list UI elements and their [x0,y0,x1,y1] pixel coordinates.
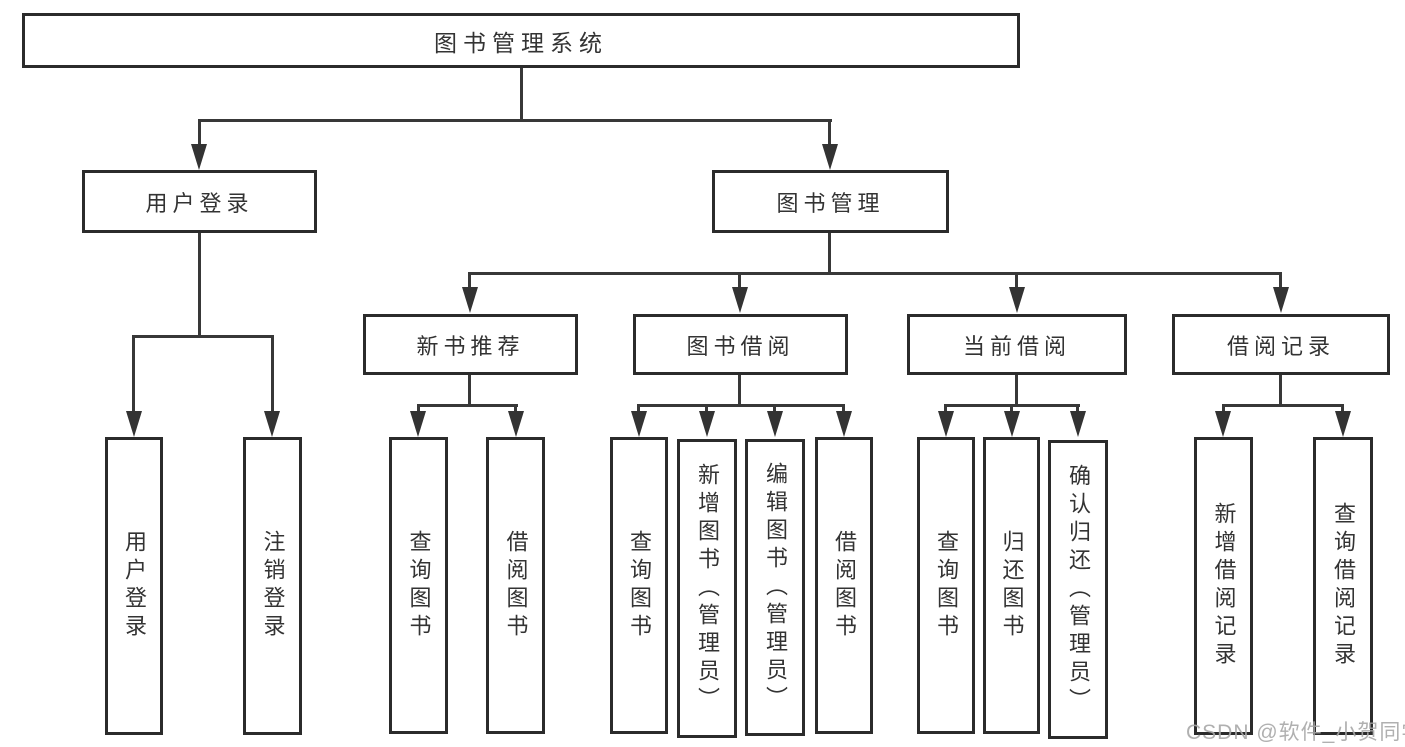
leaf-query-borrow-record: 查询借阅记录 [1313,437,1373,735]
arrowhead-down [1009,287,1025,313]
arrowhead-down [836,411,852,437]
arrowhead-down [631,411,647,437]
connector-records-bus [1222,404,1344,407]
connector-level3-bus [468,272,1282,275]
connector-stem [705,405,708,415]
leaf-add-book-admin: 新增图书（管理员） [677,439,737,738]
node-user-login: 用户登录 [82,170,317,233]
leaf-label: 归还图书 [999,529,1025,642]
leaf-label: 借阅图书 [503,529,529,642]
connector-stem [828,120,831,148]
connector-stem [468,375,471,406]
connector-level2-bus [198,119,832,122]
leaf-label: 查询图书 [406,529,432,642]
leaf-label: 新增借阅记录 [1211,502,1237,670]
leaf-label: 查询图书 [934,529,959,642]
leaf-label: 查询借阅记录 [1331,502,1356,670]
connector-stem [738,375,741,406]
arrowhead-down [1004,411,1020,437]
connector-stem [271,336,274,413]
arrowhead-down [462,287,478,313]
leaf-label: 确认归还（管理员） [1066,463,1091,716]
leaf-return-book: 归还图书 [983,437,1040,734]
leaf-user-login: 用户登录 [105,437,163,735]
arrowhead-down [1273,287,1289,313]
connector-stem [514,405,517,415]
node-library-management-system: 图书管理系统 [22,13,1020,68]
node-current-borrowing: 当前借阅 [907,314,1127,375]
leaf-label: 新增图书（管理员） [695,462,720,715]
connector-stem [738,273,741,291]
connector-stem [1341,405,1344,415]
arrowhead-down [191,144,207,170]
arrowhead-down [938,411,954,437]
connector-stem [1015,273,1018,291]
leaf-label: 注销登录 [260,530,286,642]
leaf-logout: 注销登录 [243,437,302,735]
connector-stem [1010,405,1013,415]
arrowhead-down [767,411,783,437]
connector-root-stem [520,68,523,120]
arrowhead-down [1335,411,1351,437]
leaf-label: 用户登录 [122,530,147,642]
leaf-borrow-books: 借阅图书 [815,437,873,734]
leaf-confirm-return-admin: 确认归还（管理员） [1048,440,1108,739]
connector-stem [1279,375,1282,406]
node-new-book-recommend: 新书推荐 [363,314,578,375]
connector-stem [944,405,947,415]
connector-stem [198,120,201,148]
connector-stem [637,405,640,415]
connector-stem [468,273,471,291]
connector-stem [842,405,845,415]
leaf-label: 查询图书 [627,529,652,642]
leaf-label: 借阅图书 [832,529,857,642]
connector-stem [417,405,420,415]
connector-stem [773,405,776,415]
connector-stem [1076,405,1079,415]
arrowhead-down [732,287,748,313]
node-borrowing-records: 借阅记录 [1172,314,1390,375]
connector-stem [1015,375,1018,406]
arrowhead-down [699,411,715,437]
connector-user-login-bus [132,335,274,338]
arrowhead-down [822,144,838,170]
node-book-management: 图书管理 [712,170,949,233]
arrowhead-down [126,411,142,437]
arrowhead-down [1070,411,1086,437]
watermark-text: CSDN @软件_小贺同学 [1186,721,1405,744]
connector-stem [132,336,135,413]
leaf-query-books-borrow: 查询图书 [610,437,668,734]
leaf-add-borrow-record: 新增借阅记录 [1194,437,1253,735]
connector-newbook-bus [417,404,518,407]
leaf-query-books-recommend: 查询图书 [389,437,448,734]
connector-bookborrow-bus [637,404,845,407]
leaf-borrow-books-recommend: 借阅图书 [486,437,545,734]
connector-stem [198,233,201,336]
arrowhead-down [410,411,426,437]
arrowhead-down [264,411,280,437]
arrowhead-down [508,411,524,437]
node-book-borrowing: 图书借阅 [633,314,848,375]
connector-stem [828,233,831,273]
leaf-query-books-current: 查询图书 [917,437,975,734]
leaf-edit-book-admin: 编辑图书（管理员） [745,439,805,736]
connector-stem [1279,273,1282,291]
arrowhead-down [1215,411,1231,437]
leaf-label: 编辑图书（管理员） [763,461,788,714]
connector-stem [1222,405,1225,415]
